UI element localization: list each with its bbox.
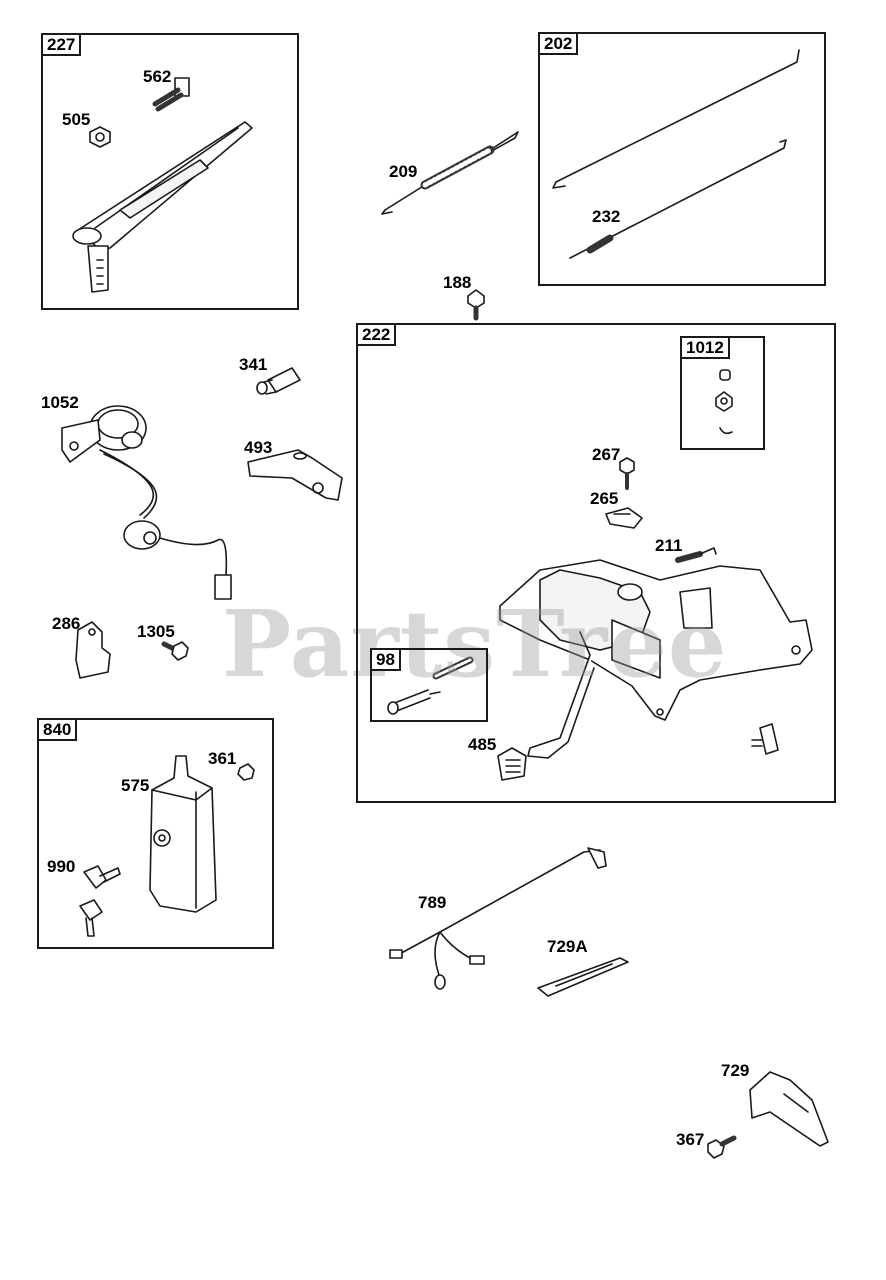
part-267-bolt-drawing: [619, 457, 635, 490]
part-367-bolt-drawing: [707, 1135, 737, 1159]
part-98-pin-drawing: [387, 656, 474, 715]
part-286-clip-drawing: [75, 621, 111, 679]
callout-265: 265: [590, 489, 619, 508]
callout-211: 211: [655, 536, 683, 555]
group-1012-box: 1012: [680, 336, 765, 450]
part-188-bolt-drawing: [467, 289, 485, 321]
callout-341: 341: [239, 355, 268, 374]
part-265-clip-drawing: [605, 507, 643, 529]
part-222-control-drawing: [499, 559, 813, 759]
part-562-bolt-drawing: [152, 77, 190, 112]
part-1052-switch-drawing: [61, 405, 232, 600]
part-227-lever-drawing: [72, 121, 253, 293]
callout-361: 361: [208, 749, 237, 768]
group-840-label: 840: [37, 718, 78, 741]
callout-367: 367: [676, 1130, 705, 1149]
callout-990: 990: [47, 857, 76, 876]
part-361-nut-drawing: [237, 763, 255, 781]
group-227-label: 227: [41, 33, 82, 56]
callout-1052: 1052: [41, 393, 79, 412]
part-211-spring-drawing: [675, 547, 717, 563]
callout-286: 286: [52, 614, 81, 633]
group-202-box: 202: [538, 32, 826, 286]
group-202-label: 202: [538, 32, 579, 55]
callout-575: 575: [121, 776, 150, 795]
callout-188: 188: [443, 273, 472, 292]
group-222-label: 222: [356, 323, 397, 346]
part-202-rod-drawing: [552, 49, 800, 259]
callout-562: 562: [143, 67, 172, 86]
part-729A-strap-drawing: [537, 957, 629, 997]
group-98-box: 98: [370, 648, 488, 722]
part-1305-bolt-drawing: [161, 641, 189, 661]
part-341-fitting-drawing: [256, 367, 301, 395]
callout-1305: 1305: [137, 622, 175, 641]
part-1012-hardware-drawing: [715, 369, 733, 435]
callout-505: 505: [62, 110, 91, 129]
callout-232: 232: [592, 207, 621, 226]
callout-729A: 729A: [547, 937, 588, 956]
group-840-box: 840: [37, 718, 274, 949]
callout-209: 209: [389, 162, 418, 181]
part-789-harness-drawing: [389, 847, 607, 990]
part-505-nut-drawing: [89, 126, 111, 148]
callout-493: 493: [244, 438, 273, 457]
part-209-spring-drawing: [381, 131, 519, 215]
part-990-keys-drawing: [79, 865, 121, 937]
callout-729: 729: [721, 1061, 750, 1080]
part-485-grip-drawing: [497, 747, 527, 781]
group-98-label: 98: [370, 648, 401, 671]
part-493-bracket-drawing: [247, 449, 343, 501]
group-227-box: 227: [41, 33, 299, 310]
callout-267: 267: [592, 445, 621, 464]
callout-789: 789: [418, 893, 447, 912]
group-1012-label: 1012: [680, 336, 730, 359]
callout-485: 485: [468, 735, 497, 754]
group-222-box: 222: [356, 323, 836, 803]
part-729-bracket-drawing: [749, 1071, 829, 1147]
part-575-cover-drawing: [149, 755, 217, 913]
